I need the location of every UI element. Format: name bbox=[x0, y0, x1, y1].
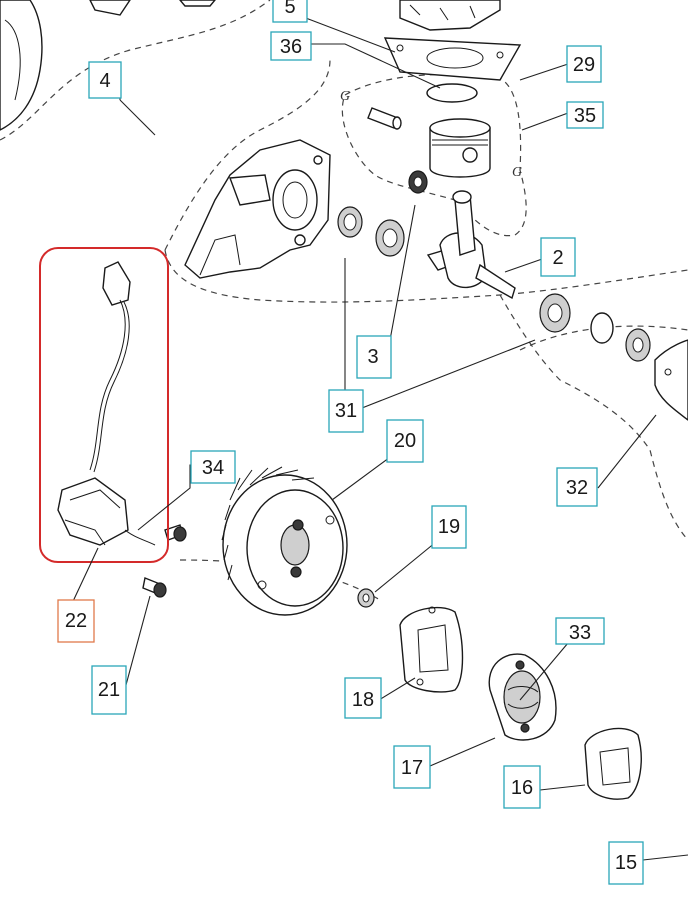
clutch-assembly bbox=[488, 653, 557, 741]
callout-label: 15 bbox=[615, 852, 637, 874]
cylinder-fragment bbox=[399, 0, 501, 31]
callout-31[interactable]: 31 bbox=[328, 389, 364, 433]
callout-19[interactable]: 19 bbox=[431, 505, 467, 549]
circlip bbox=[590, 312, 614, 344]
crankcase-half bbox=[184, 139, 331, 279]
callout-label: 20 bbox=[394, 430, 416, 452]
callout-label: 29 bbox=[573, 54, 595, 76]
callout-34[interactable]: 34 bbox=[190, 450, 236, 484]
bearing-lower-left bbox=[539, 293, 571, 333]
crank-bearing-right bbox=[375, 219, 405, 257]
crankcase-right-fragment bbox=[654, 339, 688, 421]
callout-label: 3 bbox=[367, 346, 378, 368]
callout-label: 35 bbox=[574, 105, 596, 127]
callout-20[interactable]: 20 bbox=[386, 419, 424, 463]
leader-lines bbox=[67, 11, 688, 861]
callout-16[interactable]: 16 bbox=[503, 765, 541, 809]
callout-label: 31 bbox=[335, 400, 357, 422]
callout-32[interactable]: 32 bbox=[556, 467, 598, 507]
callout-3[interactable]: 3 bbox=[356, 335, 392, 379]
callout-29[interactable]: 29 bbox=[566, 45, 602, 83]
callout-label: 22 bbox=[65, 610, 87, 632]
crankshaft bbox=[426, 190, 516, 300]
callout-21[interactable]: 21 bbox=[91, 665, 127, 715]
callout-label: 32 bbox=[566, 477, 588, 499]
callout-label: 17 bbox=[401, 757, 423, 779]
callout-label: 18 bbox=[352, 689, 374, 711]
ignition-module bbox=[57, 261, 156, 546]
cylinder-gasket bbox=[383, 37, 522, 81]
callout-18[interactable]: 18 bbox=[344, 677, 382, 719]
needle-bearing bbox=[408, 170, 428, 194]
piston bbox=[429, 118, 491, 178]
callout-2[interactable]: 2 bbox=[540, 237, 576, 277]
piston-pin bbox=[367, 107, 402, 130]
callout-4[interactable]: 4 bbox=[88, 61, 122, 99]
callout-label: 5 bbox=[284, 0, 295, 18]
gasket-18 bbox=[399, 606, 464, 693]
piston-group-mark-left: G bbox=[340, 89, 350, 104]
dashed-group-outline-crankcase bbox=[164, 59, 688, 303]
callout-15[interactable]: 15 bbox=[608, 841, 644, 885]
piston-group-mark-right: G bbox=[512, 165, 522, 180]
piston-ring bbox=[426, 83, 478, 103]
callout-label: 36 bbox=[280, 36, 302, 58]
callout-22[interactable]: 22 bbox=[57, 599, 95, 643]
callout-36[interactable]: 36 bbox=[270, 31, 312, 61]
callout-label: 33 bbox=[569, 622, 591, 644]
callout-label: 19 bbox=[438, 516, 460, 538]
oil-seal bbox=[625, 328, 651, 362]
dashed-group-outline-top-left bbox=[0, 0, 271, 141]
callout-label: 16 bbox=[511, 777, 533, 799]
screw-21 bbox=[142, 577, 167, 598]
flywheel bbox=[221, 466, 348, 616]
flywheel-nut bbox=[357, 588, 375, 608]
callout-label: 2 bbox=[552, 247, 563, 269]
callout-label: 34 bbox=[202, 457, 224, 479]
screw-34 bbox=[164, 524, 187, 542]
gasket-16 bbox=[584, 727, 642, 800]
housing-fragment bbox=[0, 0, 216, 131]
callout-35[interactable]: 35 bbox=[566, 101, 604, 129]
callout-33[interactable]: 33 bbox=[555, 617, 605, 645]
callout-label: 21 bbox=[98, 679, 120, 701]
crank-bearing-left bbox=[337, 206, 363, 238]
selection-highlight bbox=[39, 247, 169, 563]
callout-17[interactable]: 17 bbox=[393, 745, 431, 789]
callout-label: 4 bbox=[99, 70, 110, 92]
callout-5[interactable]: 5 bbox=[272, 0, 308, 23]
